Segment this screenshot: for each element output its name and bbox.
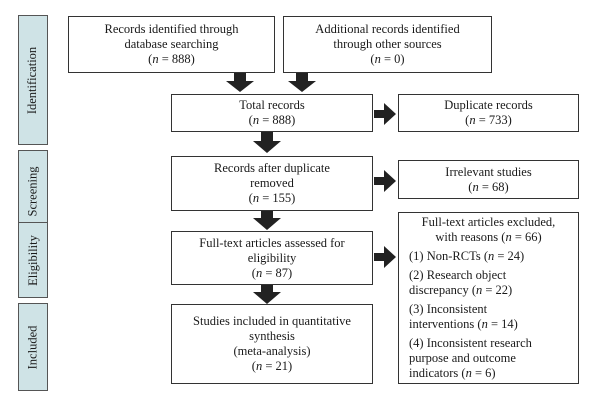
box-total-records: Total records (n = 888) — [171, 94, 373, 132]
arrow-total-to-after-dup — [253, 132, 281, 153]
box-line: database searching — [124, 37, 219, 51]
phase-eligibility: Eligibility — [18, 222, 48, 298]
box-line: Records identified through — [104, 22, 239, 36]
box-line: Studies included in quantitative — [193, 314, 351, 328]
box-line: Records after duplicate — [214, 161, 330, 175]
arrow-after-dup-to-irrelevant — [374, 170, 396, 192]
box-line: Duplicate records — [444, 98, 533, 112]
box-count: (n = 68) — [468, 179, 509, 194]
excluded-heading: Full-text articles excluded, with reason… — [421, 215, 556, 244]
arrow-other-to-total — [288, 73, 316, 92]
box-studies-included: Studies included in quantitative synthes… — [171, 304, 373, 384]
box-line: removed — [250, 176, 294, 190]
box-count: (n = 0) — [370, 52, 405, 66]
phase-screening: Screening — [18, 150, 48, 232]
exclusion-reason: (2) Research object discrepancy (n = 22) — [409, 268, 513, 297]
arrow-after-dup-to-fulltext — [253, 210, 281, 230]
box-line: Full-text articles assessed for — [199, 235, 345, 250]
phase-eligibility-label: Eligibility — [25, 234, 40, 286]
box-line: eligibility — [247, 250, 297, 265]
box-line: (meta-analysis) — [233, 344, 311, 358]
phase-identification-label: Identification — [25, 46, 40, 114]
box-database-records: Records identified through database sear… — [68, 16, 275, 73]
box-count: (n = 21) — [251, 359, 293, 373]
exclusion-reason: (1) Non-RCTs (n = 24) — [409, 249, 525, 263]
box-line: Total records — [239, 98, 305, 112]
phase-included: Included — [18, 303, 48, 391]
box-fulltext-excluded: Full-text articles excluded, with reason… — [398, 212, 579, 384]
box-count: (n = 87) — [251, 265, 293, 280]
box-line: Irrelevant studies — [445, 164, 532, 179]
exclusion-reason: (3) Inconsistent interventions (n = 14) — [409, 302, 518, 331]
arrow-fulltext-to-excluded — [374, 246, 396, 268]
box-other-records: Additional records identified through ot… — [283, 16, 492, 73]
box-count: (n = 888) — [148, 52, 195, 66]
box-irrelevant-studies: Irrelevant studies (n = 68) — [398, 160, 579, 199]
phase-included-label: Included — [25, 325, 40, 369]
box-line: through other sources — [333, 37, 442, 51]
box-count: (n = 733) — [465, 113, 512, 127]
phase-screening-label: Screening — [25, 166, 40, 216]
phase-identification: Identification — [18, 15, 48, 145]
box-count: (n = 888) — [248, 113, 296, 127]
box-line: synthesis — [249, 329, 295, 343]
arrow-database-to-total — [226, 73, 254, 92]
box-duplicate-records: Duplicate records (n = 733) — [398, 94, 579, 132]
arrow-fulltext-to-included — [253, 285, 281, 304]
box-line: Additional records identified — [315, 22, 460, 36]
arrow-total-to-duplicate — [374, 103, 396, 125]
box-fulltext-assessed: Full-text articles assessed for eligibil… — [171, 231, 373, 285]
box-count: (n = 155) — [248, 191, 296, 205]
box-after-duplicate: Records after duplicate removed (n = 155… — [171, 156, 373, 211]
exclusion-reason: (4) Inconsistent research purpose and ou… — [409, 336, 532, 380]
